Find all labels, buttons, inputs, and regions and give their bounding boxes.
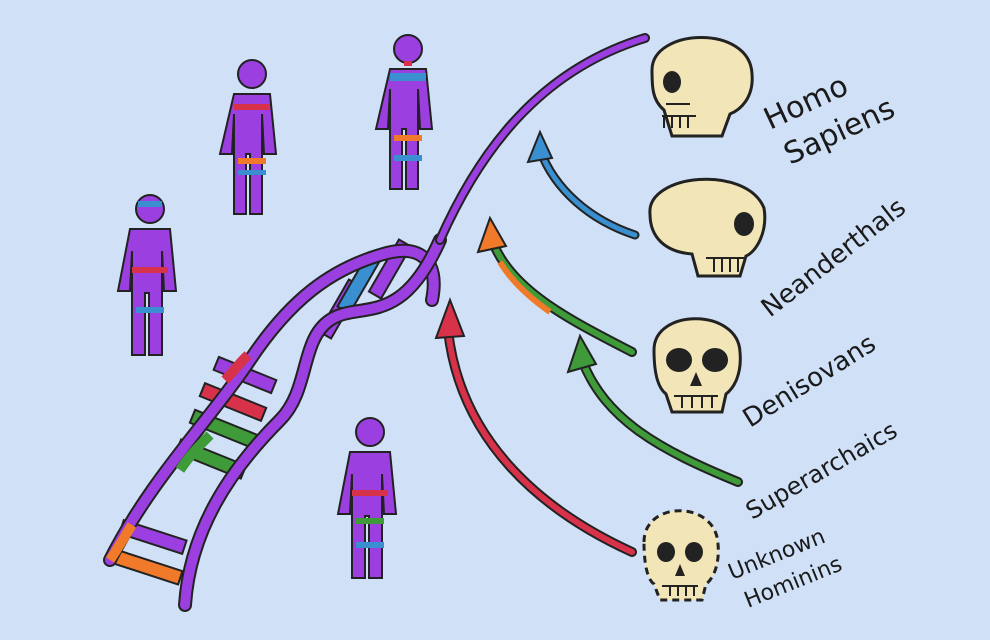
skull-homo-sapiens-icon <box>650 36 754 138</box>
arrow-unknown-hominins <box>434 297 637 557</box>
person-figure-3 <box>116 194 178 356</box>
label-superarchaics: Superarchaics <box>741 416 902 525</box>
person-figure-4 <box>336 417 398 579</box>
dna-helix <box>103 33 650 612</box>
skull-denisovan-icon <box>652 317 742 414</box>
arrow-superarchaics <box>566 333 743 487</box>
person-figure-2 <box>374 34 434 190</box>
label-denisovans: Denisovans <box>738 329 882 434</box>
person-figure-1 <box>218 59 278 215</box>
skull-unknown-hominin-icon <box>642 509 720 602</box>
label-neanderthals: Neanderthals <box>756 192 912 323</box>
skull-neanderthal-icon <box>648 177 767 278</box>
arrow-denisovans <box>476 215 637 357</box>
arrow-neanderthals <box>526 129 640 240</box>
